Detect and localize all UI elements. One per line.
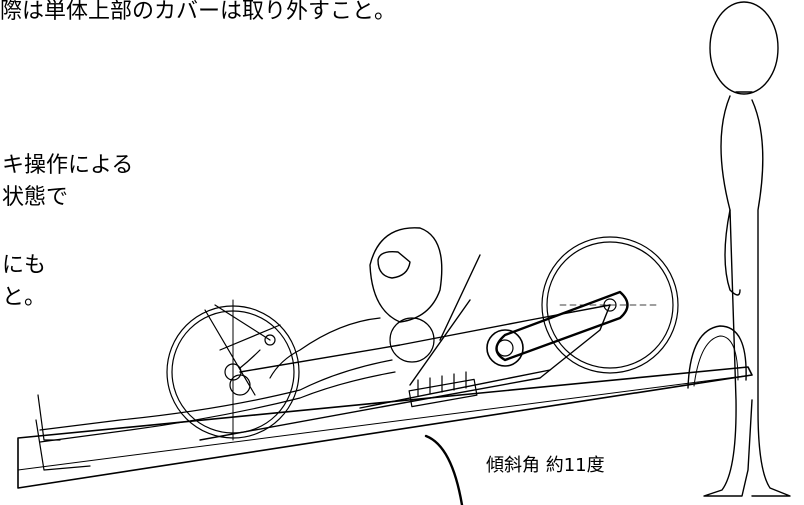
instruction-text-line-3: にも <box>2 253 47 278</box>
rider-body <box>37 317 435 443</box>
incline-angle-label: 傾斜角 約11度 <box>486 455 605 476</box>
front-support <box>35 419 91 471</box>
front-wheel <box>166 299 300 441</box>
angle-arc <box>424 434 464 505</box>
incline-ramp <box>17 366 753 489</box>
standing-person <box>703 1 791 497</box>
rear-wheel <box>541 236 679 374</box>
battery-pack <box>408 371 478 408</box>
instruction-text-line-4: と。 <box>2 285 47 310</box>
rider-helmet <box>369 227 443 323</box>
bike-frame <box>199 254 611 441</box>
instruction-text-top: 際は単体上部のカバーは取り外すこと。 <box>0 0 397 24</box>
chain-drive <box>495 290 629 362</box>
instruction-text-line-1: キ操作による <box>2 153 134 178</box>
support-bracket <box>687 325 747 389</box>
instruction-text-line-2: 状態で <box>2 185 69 210</box>
steering-mechanism <box>204 304 281 396</box>
